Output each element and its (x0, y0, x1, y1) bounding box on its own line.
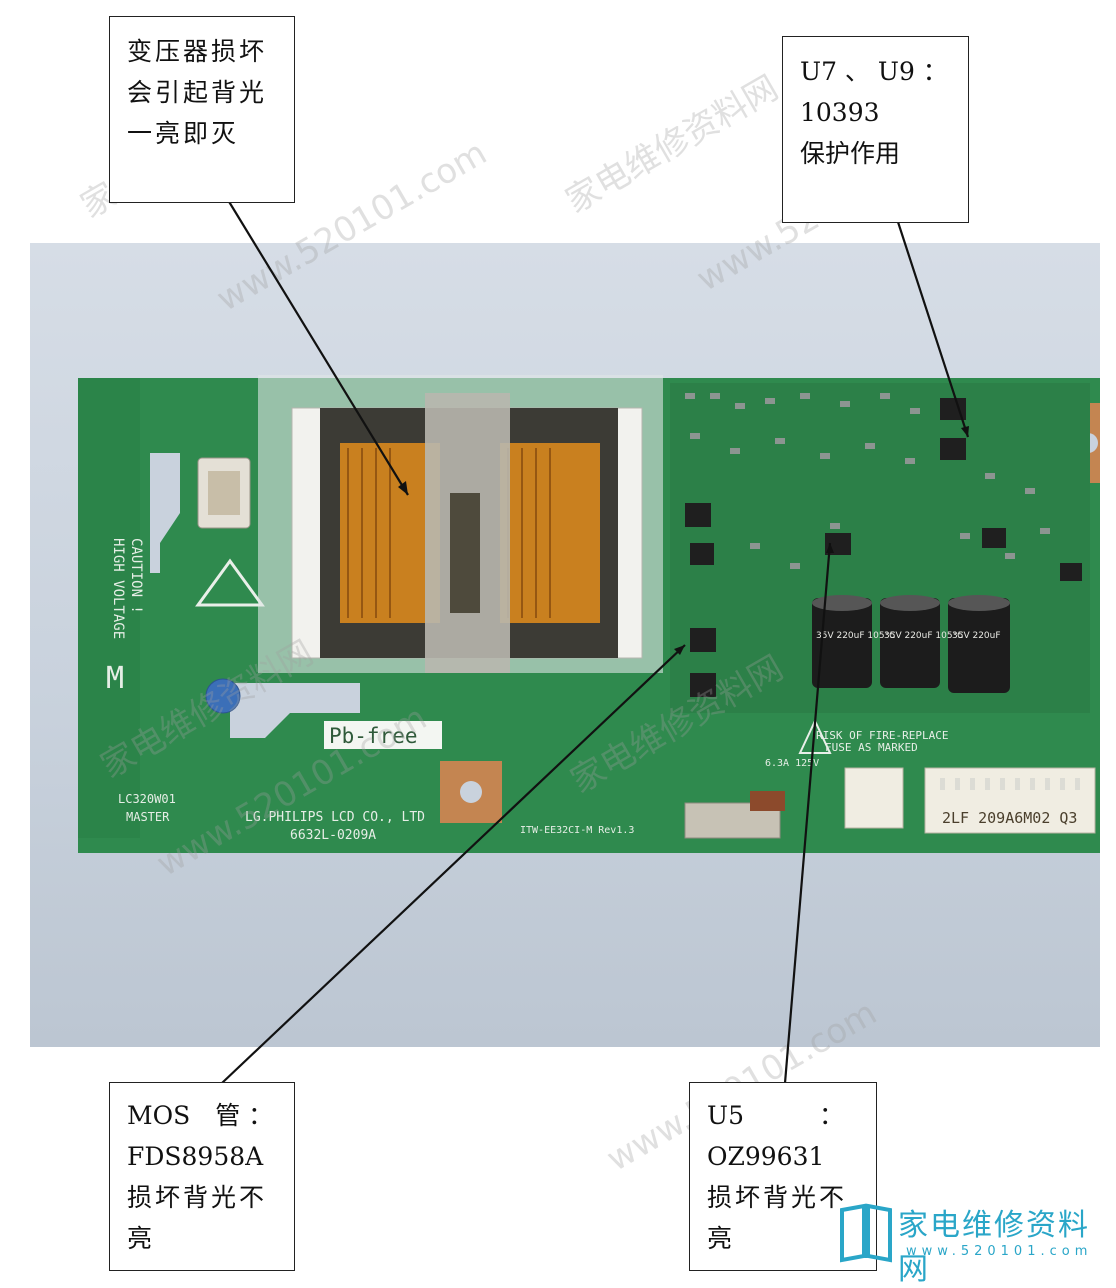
mos-callout-line-1: MOS 管 ： (127, 1101, 274, 1130)
u5-leader (783, 542, 832, 1084)
pb-free-label (324, 721, 442, 749)
maker-text: LG.PHILIPS LCD CO., LTD (245, 810, 425, 825)
output-connector-2 (924, 767, 1096, 834)
mos-callout: MOS 管 ： FDS8958A 损坏背光不 亮 (109, 1082, 295, 1271)
protection-leader (896, 221, 970, 438)
transformer-callout-line-2: 会引起背光 (127, 78, 268, 107)
protection-callout-line-2: 10393 (800, 98, 880, 127)
u5-callout-line-4: 亮 (707, 1224, 733, 1253)
book-logo-icon (840, 1203, 892, 1263)
fuse-text: FUSE AS MARKED (825, 741, 918, 754)
mos-callout-line-2: FDS8958A (127, 1142, 264, 1171)
fuse-rating-text: 6.3A 125V (765, 758, 819, 769)
u5-callout-label: U5 (707, 1101, 744, 1130)
u5-callout: U5 ： OZ99631 损坏背光不 亮 (689, 1082, 877, 1271)
ic-u9 (940, 438, 966, 460)
cap-2-label: 35V 220uF 105°C (884, 631, 963, 641)
sticker-text: 2LF 209A6M02 Q3 (942, 809, 1077, 827)
protection-callout-line-3: 保护作用 (800, 139, 901, 168)
transformer-leader (227, 199, 409, 496)
u5-callout-line-3: 损坏背光不 (707, 1183, 848, 1212)
itw-text: ITW-EE32CI-M Rev1.3 (520, 825, 634, 836)
mos-fet-1 (685, 503, 711, 527)
mos-callout-line-4: 亮 (127, 1224, 153, 1253)
risk-text: RISK OF FIRE-REPLACE (816, 729, 948, 742)
master-text: MASTER (126, 810, 170, 824)
mos-fet-2 (690, 543, 714, 565)
transformer-callout-line-3: 一亮即灭 (127, 119, 240, 148)
output-connector-1 (844, 767, 904, 829)
pb-free-text: Pb-free (329, 724, 418, 748)
ic-u7 (940, 398, 966, 420)
electrolytic-capacitors (812, 595, 1010, 693)
logo-url-text: www.520101.com (906, 1244, 1093, 1259)
mos-callout-line-3: 损坏背光不 (127, 1183, 268, 1212)
u5-callout-line-2: OZ99631 (707, 1142, 825, 1171)
cap-1-label: 35V 220uF 105°C (816, 631, 895, 641)
mos-leader (221, 644, 686, 1084)
protection-callout-line-1: U7 、 U9 ： (800, 57, 948, 86)
cap-3-label: 35V 220uF (952, 631, 1001, 641)
transformer-callout-line-1: 变压器损坏 (127, 37, 268, 66)
site-logo: 家电维修资料网 www.520101.com (836, 1198, 1108, 1287)
mos-fet-3 (690, 628, 716, 652)
u5-callout-colon: ： (818, 1101, 844, 1130)
part-no-text: 6632L-0209A (290, 828, 376, 843)
transformer-callout: 变压器损坏 会引起背光 一亮即灭 (109, 16, 295, 203)
caution-text: CAUTION ! (128, 538, 144, 614)
m-mark-text: M (106, 661, 124, 696)
pcb-illustration: Pb-free CAUTION ! HIGH VOLTAGE M LC320W0… (78, 375, 1100, 853)
u5-callout-line-1: U5 ： (707, 1095, 862, 1136)
fuse-triangle (798, 718, 832, 754)
caution-triangle (195, 558, 265, 607)
high-voltage-text: HIGH VOLTAGE (110, 538, 126, 639)
board-photo: Pb-free CAUTION ! HIGH VOLTAGE M LC320W0… (30, 243, 1100, 1047)
blue-capacitor (205, 678, 241, 714)
model-text: LC320W01 (118, 792, 176, 806)
protection-callout: U7 、 U9 ： 10393 保护作用 (782, 36, 969, 223)
